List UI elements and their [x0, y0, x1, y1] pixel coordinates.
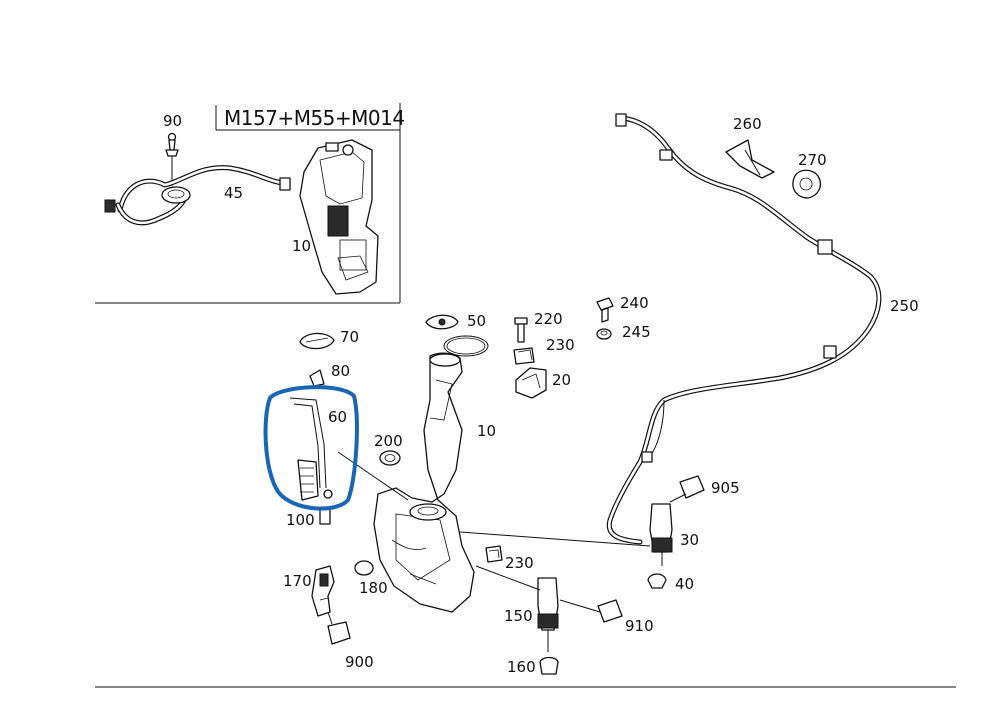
cap-180	[354, 560, 374, 576]
nut-230-mid	[485, 545, 503, 563]
label-10: 10	[477, 422, 496, 440]
pump-150	[475, 565, 559, 652]
plug-40	[647, 573, 667, 589]
washer-245	[596, 328, 612, 340]
grommet-80	[309, 369, 325, 387]
label-900: 900	[345, 653, 374, 671]
label-20: 20	[552, 371, 571, 389]
label-230-top: 230	[546, 336, 575, 354]
label-90: 90	[163, 112, 182, 130]
plug-160	[539, 656, 559, 675]
label-200: 200	[374, 432, 403, 450]
label-910: 910	[625, 617, 654, 635]
seal-200	[379, 450, 401, 466]
label-30: 30	[680, 531, 699, 549]
label-40: 40	[675, 575, 694, 593]
label-50: 50	[467, 312, 486, 330]
clip-260	[725, 139, 775, 179]
wire-harness-250	[606, 113, 882, 545]
highlight-ring-60	[263, 385, 359, 511]
connector-905	[669, 475, 705, 503]
inset-bolt-90	[165, 132, 179, 186]
bracket-20	[515, 367, 547, 399]
label-905: 905	[711, 479, 740, 497]
inset-reservoir-10	[299, 139, 379, 295]
nut-230-top	[513, 347, 535, 365]
label-160: 160	[507, 658, 536, 676]
pump-30	[649, 503, 673, 566]
label-220: 220	[534, 310, 563, 328]
cap-50	[425, 314, 489, 357]
label-60: 60	[328, 408, 347, 426]
label-245: 245	[622, 323, 651, 341]
label-270: 270	[798, 151, 827, 169]
label-260: 260	[733, 115, 762, 133]
inset-title: M157+M55+M014	[224, 106, 405, 130]
label-45: 45	[224, 184, 243, 202]
label-80: 80	[331, 362, 350, 380]
inset-hose-45	[104, 165, 291, 226]
bolt-240	[596, 297, 614, 323]
cover-70	[299, 332, 335, 350]
label-230-mid: 230	[505, 554, 534, 572]
label-100: 100	[286, 511, 315, 529]
leader-30	[459, 531, 651, 547]
label-70: 70	[340, 328, 359, 346]
sensor-170	[311, 565, 335, 617]
connector-900	[327, 611, 351, 645]
connector-910	[559, 599, 623, 623]
label-250: 250	[890, 297, 919, 315]
leader-60	[337, 451, 409, 501]
label-150: 150	[504, 607, 533, 625]
label-180: 180	[359, 579, 388, 597]
label-170: 170	[283, 572, 312, 590]
bolt-220	[514, 317, 528, 343]
label-10-inset: 10	[292, 237, 311, 255]
tube-60	[289, 397, 333, 501]
reservoir-10	[373, 352, 475, 613]
clip-270	[792, 169, 822, 199]
inset-box: M157+M55+M014	[95, 103, 405, 304]
label-240: 240	[620, 294, 649, 312]
